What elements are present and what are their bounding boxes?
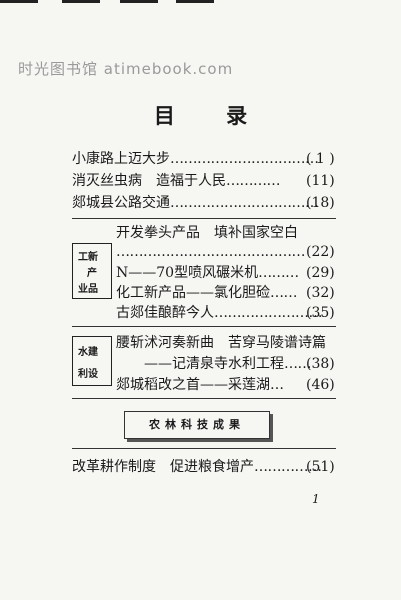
leader-dots: …………………………… xyxy=(170,195,319,211)
toc-entry-page: (11) xyxy=(306,173,335,189)
section-tag-line: 业品 xyxy=(78,284,98,295)
section-tag-line: 工新 xyxy=(78,252,98,263)
toc-entry[interactable]: N——70型喷风碾米机……… xyxy=(116,264,299,282)
toc-entry-title: 古郯佳酿醉今人 xyxy=(116,305,214,321)
leader-dots: …… xyxy=(270,285,298,301)
leader-dots: …………… xyxy=(254,459,322,475)
toc-entry-continuation[interactable]: …………………………………… xyxy=(116,243,306,261)
leader-dots: …………………………………… xyxy=(116,244,306,260)
page-title: 目 录 xyxy=(153,103,270,128)
toc-entry-title: 郯城县公路交通 xyxy=(72,195,170,211)
toc-entry-page: (35) xyxy=(306,305,335,321)
section-divider xyxy=(72,448,336,449)
toc-entry[interactable]: 开发拳头产品 填补国家空白 xyxy=(116,224,298,242)
toc-entry[interactable]: 小康路上迈大步…………………………… xyxy=(72,150,319,168)
toc-entry[interactable]: 腰斩沭河奏新曲 苦穿马陵谱诗篇 xyxy=(116,334,326,352)
section-tag-water-conservancy: 水建 利设 xyxy=(72,336,112,386)
section-divider xyxy=(72,326,336,327)
section-divider xyxy=(72,218,336,219)
toc-entry-page: ( 1 ) xyxy=(306,151,335,167)
leader-dots: ………… xyxy=(226,173,281,189)
toc-entry-page: (32) xyxy=(306,285,335,301)
watermark-text: 时光图书馆 atimebook.com xyxy=(18,60,234,78)
toc-entry[interactable]: 消灭丝虫病 造福于人民………… xyxy=(72,172,281,190)
top-rule-1 xyxy=(0,0,38,3)
toc-entry[interactable]: 改革耕作制度 促进粮食增产…………… xyxy=(72,458,322,476)
toc-entry-subtitle: ——记清泉寺水利工程 xyxy=(144,356,284,372)
toc-entry[interactable]: 郯城稻改之首——采莲湖… xyxy=(116,376,284,394)
leader-dots: …………………………… xyxy=(170,151,319,167)
top-rule-3 xyxy=(120,0,158,3)
page-number: 1 xyxy=(312,492,320,506)
section-tag-line: 产 xyxy=(87,268,97,279)
toc-entry-title: 开发拳头产品 填补国家空白 xyxy=(116,225,298,241)
toc-entry-title: N——70型喷风碾米机 xyxy=(116,265,259,281)
toc-entry-title: 消灭丝虫病 造福于人民 xyxy=(72,173,226,189)
leader-dots: … xyxy=(270,377,284,393)
toc-entry-page: (22) xyxy=(306,244,335,260)
leader-dots: …………………… xyxy=(214,305,323,321)
section-tag-new-products: 工新 产 业品 xyxy=(72,243,112,299)
leader-dots: ……… xyxy=(258,265,299,281)
section-tag-line: 利设 xyxy=(78,369,98,380)
section-divider xyxy=(72,398,336,399)
toc-entry-page: (46) xyxy=(306,377,335,393)
toc-entry-title: 郯城稻改之首——采莲湖 xyxy=(116,377,270,393)
toc-entry-continuation[interactable]: ——记清泉寺水利工程…… xyxy=(144,355,312,373)
toc-entry-page: (29) xyxy=(306,265,335,281)
top-rule-4 xyxy=(176,0,214,3)
toc-entry-title: 腰斩沭河奏新曲 苦穿马陵谱诗篇 xyxy=(116,335,326,351)
toc-entry-title: 化工新产品——氯化胆硷 xyxy=(116,285,270,301)
toc-entry-page: (38) xyxy=(306,356,335,372)
top-rule-2 xyxy=(62,0,100,3)
toc-entry[interactable]: 化工新产品——氯化胆硷…… xyxy=(116,284,298,302)
toc-entry-page: (51) xyxy=(306,459,335,475)
toc-entry[interactable]: 古郯佳酿醉今人…………………… xyxy=(116,304,323,322)
section-banner-agri-tech: 农林科技成果 xyxy=(124,411,270,439)
toc-entry-page: (18) xyxy=(306,195,335,211)
toc-entry-title: 小康路上迈大步 xyxy=(72,151,170,167)
section-tag-line: 水建 xyxy=(78,347,98,358)
toc-entry[interactable]: 郯城县公路交通…………………………… xyxy=(72,194,319,212)
toc-entry-title: 改革耕作制度 促进粮食增产 xyxy=(72,459,254,475)
leader-dots: …… xyxy=(284,356,312,372)
